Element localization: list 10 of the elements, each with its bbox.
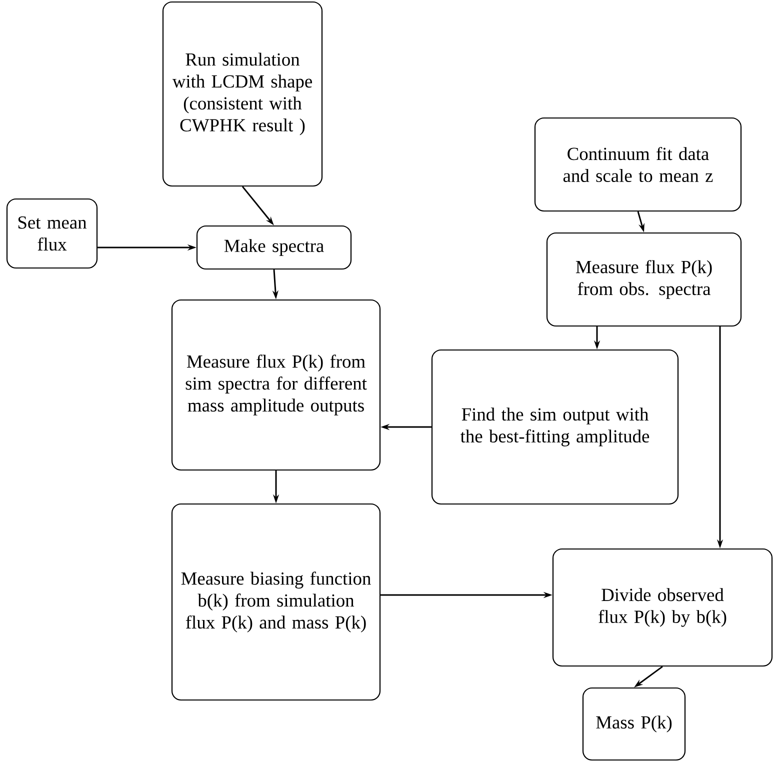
process-box: Divide observed flux P(k) by b(k) [552,548,773,667]
process-box: Measure flux P(k) from sim spectra for different mass amplitude outputs [171,299,381,471]
process-box: Mass P(k) [582,687,686,761]
process-box: Measure biasing function b(k) from simulation flux P(k) and mass P(k) [171,503,381,701]
process-box: Set mean flux [6,198,98,269]
process-box: Find the sim output with the best-fitting amplitude [431,349,679,505]
process-box: Continuum fit data and scale to mean z [534,117,742,212]
process-box: Make spectra [196,225,352,270]
process-box: Run simulation with LCDM shape (consistent with CWPHK result ) [162,1,323,187]
process-box: Measure flux P(k) from obs. spectra [546,232,742,327]
